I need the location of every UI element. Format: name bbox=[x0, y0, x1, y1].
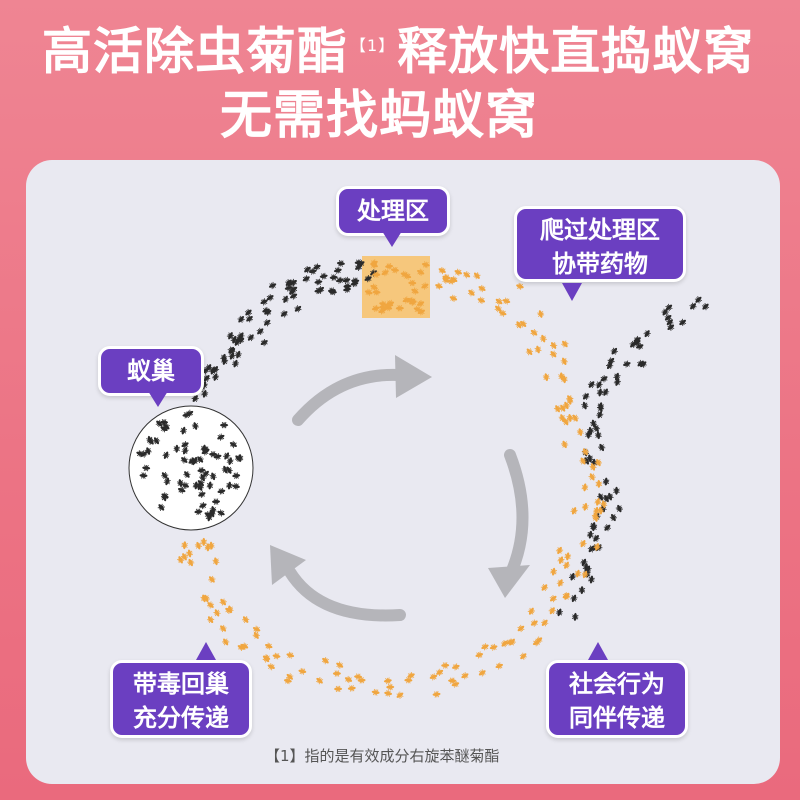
bubble-tail bbox=[148, 391, 168, 407]
bubble-tail bbox=[562, 283, 582, 301]
cycle-arrows bbox=[284, 368, 529, 622]
headline-line2: 无需找蚂蚁窝 bbox=[220, 86, 539, 146]
social-label: 社会行为 同伴传递 bbox=[546, 660, 688, 738]
return-label: 带毒回巢 充分传递 bbox=[110, 660, 252, 738]
cycle-arrowheads bbox=[270, 355, 530, 598]
bubble-tail bbox=[588, 642, 608, 660]
headline-part2: 释放快直捣蚁窝 bbox=[397, 22, 755, 81]
bubble-tail bbox=[196, 642, 216, 660]
footnote: 【1】指的是有效成分右旋苯醚菊酯 bbox=[265, 747, 500, 765]
ant-trails bbox=[177, 259, 710, 699]
headline-line1: 高活除虫菊酯【1】释放快直捣蚁窝 bbox=[42, 14, 800, 84]
nest-label: 蚁巢 bbox=[98, 346, 204, 396]
treatment-zone-label: 处理区 bbox=[336, 186, 450, 236]
nest-circle bbox=[128, 405, 254, 531]
crawl-label: 爬过处理区 协带药物 bbox=[514, 206, 686, 282]
headline-part1: 高活除虫菊酯 bbox=[42, 22, 348, 81]
footnote-mark: 【1】 bbox=[350, 36, 396, 55]
bubble-tail bbox=[382, 231, 402, 247]
